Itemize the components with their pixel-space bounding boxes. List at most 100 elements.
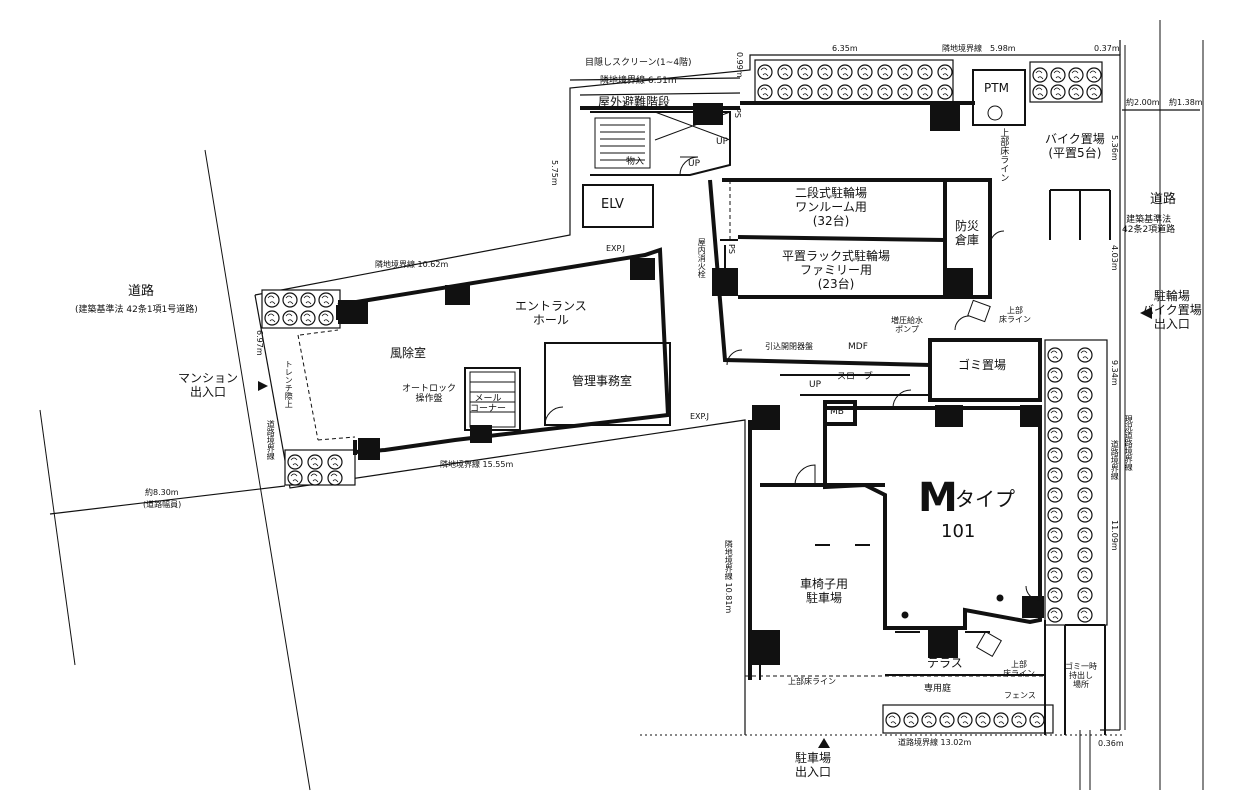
approx-200: 約2.00m: [1126, 98, 1160, 107]
tree-icon: [837, 84, 853, 100]
expj-label-1: EXP.J: [606, 244, 626, 253]
tree-icon: [917, 64, 933, 80]
dim-099: 0.99m: [735, 52, 745, 78]
unit-type-word: タイプ: [955, 487, 1015, 511]
inner-walls: [464, 69, 1111, 735]
tree-icon: [1047, 407, 1063, 423]
tree-icon: [1047, 587, 1063, 603]
private-garden-label: 専用庭: [924, 684, 952, 694]
mdf-label: MDF: [848, 342, 868, 352]
fixtures: [815, 105, 1004, 657]
hydrant-label: 屋内消火栓: [697, 238, 707, 278]
mansion-entrance-label: マンション 出入口: [178, 371, 239, 399]
up-label-1: UP: [688, 159, 701, 169]
tree-icon: [1050, 84, 1066, 100]
upper-floor-line-4: 上部床ライン: [788, 677, 836, 686]
tree-icon: [1047, 547, 1063, 563]
unit-type-letter: M: [918, 475, 958, 521]
tree-icon: [1047, 467, 1063, 483]
elevator-label: ELV: [601, 197, 624, 212]
tree-icon: [307, 454, 323, 470]
mail-corner-label: メール コーナー: [470, 394, 507, 415]
tree-icon: [318, 310, 334, 326]
road-left-label: 道路: [128, 284, 155, 299]
tree-icon: [1077, 527, 1093, 543]
tree-icon: [264, 310, 280, 326]
tree-icon: [282, 310, 298, 326]
tree-icon: [318, 292, 334, 308]
tree-icon: [777, 84, 793, 100]
wheelchair-parking-label: 車椅子用 駐車場: [800, 577, 849, 605]
tree-icon: [1077, 547, 1093, 563]
ptm-label: PTM: [984, 81, 1009, 95]
tree-icon: [817, 64, 833, 80]
bicycle-entrance-label: 駐輪場 バイク置場 出入口: [1142, 289, 1202, 331]
planting-edge-label: トレンチ際上: [284, 360, 294, 408]
road-left-law: (建築基準法 42条1項1号道路): [75, 305, 198, 315]
tree-icon: [300, 310, 316, 326]
tree-icon: [897, 84, 913, 100]
tree-icon: [957, 712, 973, 728]
bike-parking-label: バイク置場 (平置5台): [1045, 132, 1105, 160]
tree-icon: [1047, 607, 1063, 623]
tree-icon: [1068, 84, 1084, 100]
boundary-598: 隣地境界線 5.98m: [942, 44, 1016, 53]
tree-icon: [1077, 467, 1093, 483]
tree-icon: [1047, 427, 1063, 443]
garbage-takeout-label: ゴミ一時 持出し 場所: [1065, 662, 1097, 690]
tree-icon: [1047, 347, 1063, 363]
tree-icon: [897, 64, 913, 80]
dim-934: 9.34m: [1110, 360, 1120, 386]
road-boundary-vert-a: 道路境界線: [1110, 440, 1120, 480]
mgmt-office-label: 管理事務室: [572, 374, 633, 388]
storage-label: 物入: [626, 157, 645, 167]
tree-icon: [1077, 367, 1093, 383]
tree-icon: [885, 712, 901, 728]
boundary-left-vert: 道路境界線: [266, 420, 276, 460]
tree-icon: [1047, 567, 1063, 583]
tree-icon: [1077, 587, 1093, 603]
tree-icon: [1032, 84, 1048, 100]
mb-label: MB: [830, 407, 844, 417]
upper-floor-line-2: 上部 床ライン: [999, 306, 1031, 325]
tree-icon: [1029, 712, 1045, 728]
disaster-storage-label: 防災 倉庫: [955, 219, 980, 247]
tree-icon: [837, 64, 853, 80]
road-boundary-1302: 道路境界線 13.02m: [898, 738, 972, 747]
tree-icon: [1077, 447, 1093, 463]
road-right-law: 建築基準法 42条2項道路: [1122, 215, 1176, 236]
boundary-1081: 隣地境界線 10.81m: [724, 540, 734, 614]
tree-icon: [993, 712, 1009, 728]
tree-icon: [939, 712, 955, 728]
screen-note: 目隠しスクリーン(1~4階): [585, 58, 692, 68]
pump-label: 増圧給水 ポンプ: [891, 316, 923, 335]
expj-label-2: EXP.J: [690, 412, 710, 421]
tree-icon: [1077, 507, 1093, 523]
tree-icon: [777, 64, 793, 80]
tree-icon: [282, 292, 298, 308]
panel-label: 引込開閉器盤: [765, 342, 813, 351]
slope-label: スロープ: [837, 372, 873, 382]
tree-icon: [1047, 487, 1063, 503]
tree-icon: [1086, 67, 1102, 83]
tree-icon: [817, 84, 833, 100]
outdoor-stairs-label: 屋外避難階段: [598, 95, 671, 109]
tree-icon: [1032, 67, 1048, 83]
up-label-3: UP: [809, 380, 822, 390]
entrance-arrows: [258, 307, 1152, 748]
upper-floor-line-vert: 上部床ライン: [998, 128, 1009, 182]
tree-icon: [975, 712, 991, 728]
unit-number: 101: [941, 521, 976, 542]
tree-icon: [1047, 367, 1063, 383]
bicycle-2tier-label: 二段式駐輪場 ワンルーム用 (32台): [795, 186, 868, 228]
ps-label: PS: [727, 244, 737, 254]
dim-575: 5.75m: [550, 160, 560, 186]
road-width-a: 約8.30m: [145, 488, 179, 497]
tree-icon: [857, 84, 873, 100]
tree-icon: [917, 84, 933, 100]
entrance-hall-label: エントランス ホール: [515, 299, 587, 327]
ps-label-top: PS: [733, 108, 743, 118]
road-lines: [39, 20, 1204, 791]
dim-036: 0.36m: [1098, 739, 1124, 748]
